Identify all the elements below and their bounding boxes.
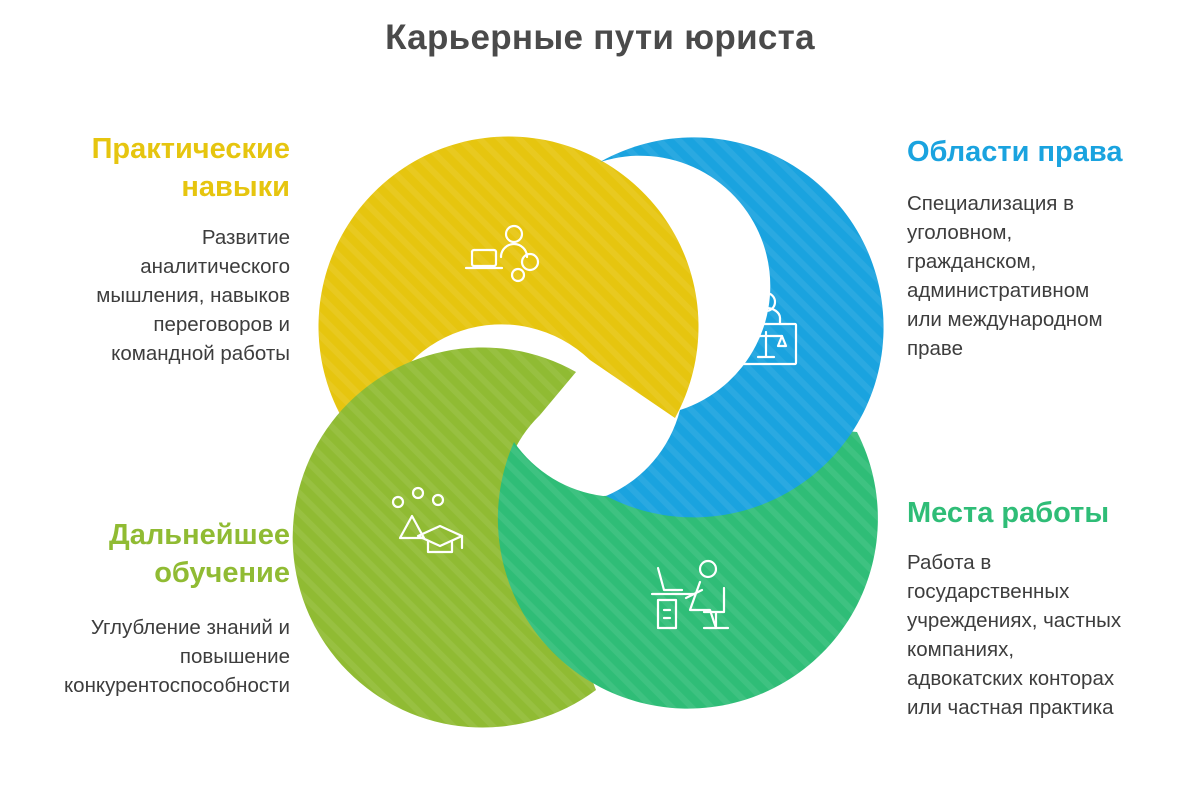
desc-line: конкурентоспособности [63,674,290,697]
desc-line: государственных [907,580,1070,603]
practical-skills-description: Развитие аналитического мышления, навыко… [20,223,290,368]
desc-line: или частная практика [907,696,1114,719]
further-education-heading-line: Дальнейшее [109,519,290,551]
practical-skills-heading: Практические навыки [40,130,290,206]
ring-law-areas-texture [600,137,884,518]
desc-line: гражданском, [907,250,1037,273]
desc-line: Специализация в [907,192,1074,215]
ring-practical-skills-texture [318,136,699,432]
desc-line: Развитие [201,226,290,249]
ring-further-education-texture [292,347,596,728]
desc-line: командной работы [111,342,290,365]
desc-line: уголовном, [907,221,1013,244]
graduation-cap-icon [391,486,464,554]
laptop-person-icon [464,224,540,283]
desc-line: учреждениях, частных [907,609,1122,632]
desc-line: праве [907,337,963,360]
desc-line: компаниях, [907,638,1015,661]
desc-line: повышение [179,645,290,668]
desc-line: переговоров и [153,313,290,336]
desc-line: аналитического [140,255,290,278]
office-desk-icon [650,559,730,630]
further-education-description: Углубление знаний и повышение конкуренто… [10,613,290,700]
desc-line: Работа в [907,551,992,574]
workplaces-heading: Места работы [907,497,1110,529]
further-education-heading: Дальнейшее обучение [40,516,290,592]
further-education-heading-line: обучение [154,557,290,589]
desc-line: административном [907,279,1090,302]
practical-skills-heading-line: навыки [181,171,290,203]
law-areas-heading: Области права [907,136,1123,168]
judge-scales-icon [734,291,798,366]
page-title: Карьерные пути юриста [385,18,815,57]
law-areas-description: Специализация в уголовном, гражданском, … [907,189,1187,363]
desc-line: адвокатских конторах [907,667,1115,690]
practical-skills-heading-line: Практические [91,133,290,165]
workplaces-description: Работа в государственных учреждениях, ча… [907,548,1192,722]
desc-line: мышления, навыков [96,284,290,307]
desc-line: Углубление знаний и [90,616,290,639]
desc-line: или международном [907,308,1103,331]
